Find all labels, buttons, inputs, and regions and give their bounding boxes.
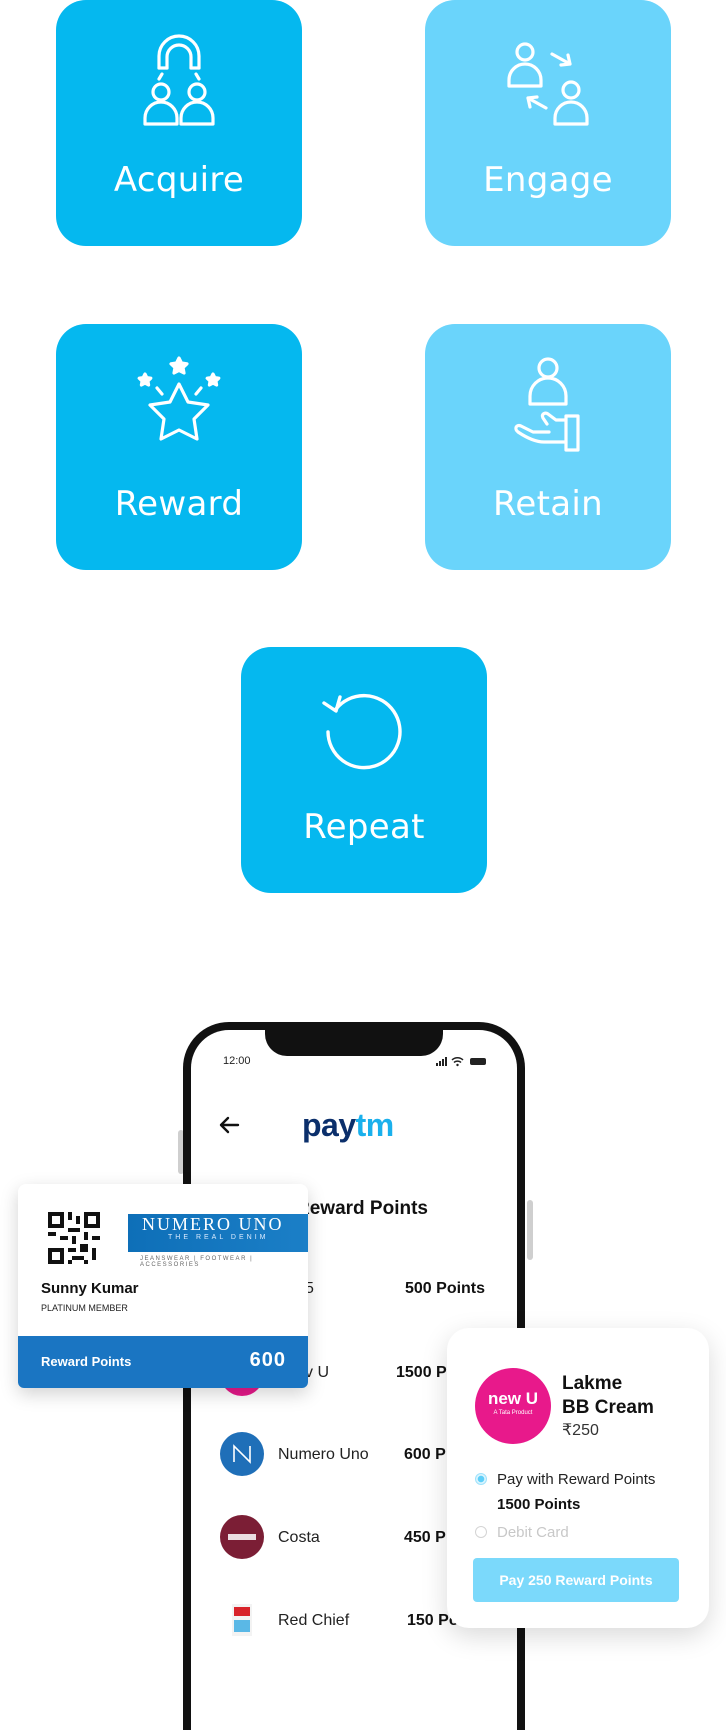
tile-engage[interactable]: Engage	[425, 0, 671, 246]
reward-points-label: Reward Points	[41, 1354, 132, 1369]
tile-retain[interactable]: Retain	[425, 324, 671, 570]
product-price: ₹250	[562, 1422, 599, 1439]
star-icon	[137, 356, 221, 441]
heading-text: Reward Points	[296, 1198, 428, 1219]
people-exchange-icon	[507, 42, 589, 126]
logo-subtext: A Tata Product	[493, 1410, 533, 1416]
option-debit-card[interactable]: Debit Card	[475, 1524, 569, 1541]
tile-label: Reward	[114, 484, 244, 524]
paytm-logo-text: paytm	[302, 1108, 394, 1143]
tile-label: Retain	[493, 484, 603, 524]
magnet-people-icon	[143, 34, 215, 126]
option-label: Debit Card	[497, 1524, 569, 1541]
reward-points-bar: Reward Points 600	[18, 1336, 308, 1388]
pay-reward-points-button[interactable]: Pay 250 Reward Points	[473, 1558, 679, 1602]
reward-points-value: 600	[249, 1349, 286, 1371]
option-points-value: 1500 Points	[497, 1496, 580, 1513]
member-tier: PLATINUM MEMBER	[41, 1303, 128, 1313]
brand-logo-numero-uno	[220, 1432, 264, 1476]
back-arrow-icon[interactable]	[218, 1115, 240, 1135]
qr-code-icon	[48, 1212, 100, 1264]
brand-tagline: THE REAL DENIM	[168, 1234, 269, 1241]
option-reward-points[interactable]: Pay with Reward Points	[475, 1471, 655, 1488]
status-time: 12:00	[223, 1055, 251, 1067]
person-hand-icon	[514, 357, 580, 452]
phone-side-button	[527, 1200, 533, 1260]
row-points: 450 P	[404, 1529, 446, 1546]
phone-notch	[265, 1022, 443, 1056]
partial-row-name: v U	[305, 1364, 329, 1381]
repeat-icon	[322, 694, 402, 770]
membership-card[interactable]: NUMERO UNO THE REAL DENIM JEANSWEAR | FO…	[18, 1184, 308, 1388]
product-line1: Lakme	[562, 1373, 623, 1394]
brand-name: NUMERO UNO	[142, 1214, 284, 1234]
row-name: Costa	[278, 1529, 320, 1546]
reward-points-heading: Reward Points	[296, 1198, 428, 1220]
logo-text: new U	[487, 1389, 539, 1408]
tile-label: Engage	[483, 160, 613, 200]
row-points: 500 Points	[405, 1280, 486, 1297]
brand-logo-red-chief	[220, 1598, 264, 1642]
product-title: Lakme BB Cream	[562, 1372, 654, 1420]
paytm-logo: paytm	[302, 1108, 394, 1143]
member-name: Sunny Kumar	[41, 1280, 139, 1297]
status-icons	[436, 1057, 486, 1067]
payment-card: new U A Tata Product Lakme BB Cream ₹250…	[447, 1328, 709, 1628]
radio-unselected-icon[interactable]	[475, 1526, 487, 1538]
row-name: Numero Uno	[278, 1446, 369, 1463]
brand-subline: JEANSWEAR | FOOTWEAR | ACCESSORIES	[140, 1256, 254, 1268]
product-line2: BB Cream	[562, 1397, 654, 1418]
row-name: Red Chief	[278, 1612, 350, 1629]
row-points: 150 Po	[407, 1612, 459, 1629]
brand-banner	[128, 1214, 308, 1252]
option-label: Pay with Reward Points	[497, 1471, 656, 1488]
row-points: 1500 P	[396, 1364, 447, 1381]
tile-acquire[interactable]: Acquire	[56, 0, 302, 246]
tile-reward[interactable]: Reward	[56, 324, 302, 570]
tile-repeat[interactable]: Repeat	[241, 647, 487, 893]
phone-side-button	[178, 1130, 184, 1174]
newu-logo: new U A Tata Product	[475, 1368, 551, 1444]
partial-row-name: 5	[305, 1280, 314, 1297]
tile-label: Acquire	[113, 160, 245, 200]
tile-label: Repeat	[303, 807, 425, 847]
option-points: 1500 Points	[497, 1496, 581, 1513]
row-points: 600 P	[404, 1446, 446, 1463]
radio-selected-icon[interactable]	[475, 1473, 487, 1485]
brand-logo-costa	[220, 1515, 264, 1559]
